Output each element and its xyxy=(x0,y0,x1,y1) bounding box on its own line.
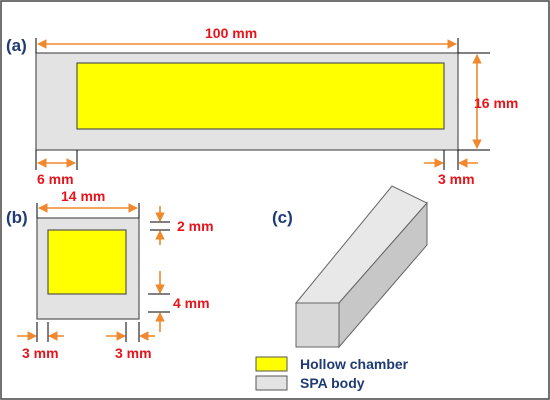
side-view-chamber xyxy=(76,62,445,130)
length-label: 100 mm xyxy=(205,25,257,41)
right-wall-label: 3 mm xyxy=(438,171,475,187)
panel-b: (b) 14 mm 2 mm 4 mm 3 mm 3 mm xyxy=(6,188,214,361)
bottom-wall-label: 4 mm xyxy=(173,295,210,311)
panel-a-label: (a) xyxy=(6,36,27,55)
width-label: 14 mm xyxy=(61,188,105,204)
b-right-wall-label: 3 mm xyxy=(115,345,152,361)
cross-section-chamber xyxy=(47,229,127,295)
b-left-wall-label: 3 mm xyxy=(22,345,59,361)
legend-body-swatch xyxy=(255,375,288,391)
bar-front-face xyxy=(295,302,340,348)
panel-c-label: (c) xyxy=(272,208,293,227)
legend-body-label: SPA body xyxy=(300,375,365,391)
legend-chamber-label: Hollow chamber xyxy=(300,356,409,372)
panel-b-label: (b) xyxy=(6,208,28,227)
top-wall-label: 2 mm xyxy=(177,218,214,234)
panel-c: (c) xyxy=(272,185,428,349)
legend-chamber-swatch xyxy=(255,356,288,372)
height-label: 16 mm xyxy=(474,95,518,111)
legend: Hollow chamber SPA body xyxy=(255,356,409,391)
panel-a: (a) 100 mm 16 mm 6 mm 3 mm xyxy=(6,25,518,187)
left-wall-label: 6 mm xyxy=(37,171,74,187)
